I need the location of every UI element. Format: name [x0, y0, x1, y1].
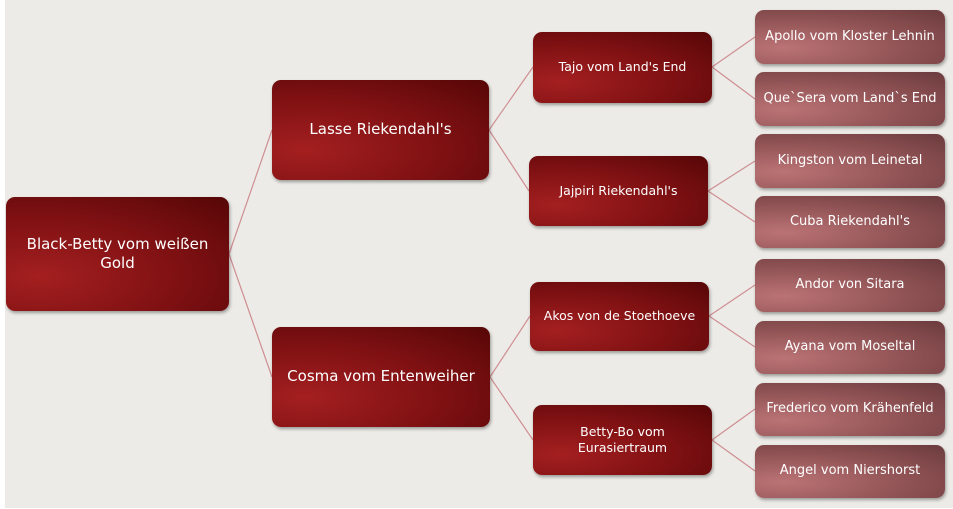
connector — [707, 36, 756, 472]
parent-node-dam[interactable]: Cosma vom Entenweiher — [272, 327, 490, 427]
grandparent-node[interactable]: Tajo vom Land's End — [533, 32, 712, 103]
parent-node-sire[interactable]: Lasse Riekendahl's — [272, 80, 489, 180]
node-label: Kingston vom Leinetal — [777, 152, 923, 168]
node-label: Angel vom Niershorst — [779, 463, 921, 479]
node-label: Tajo vom Land's End — [558, 59, 687, 75]
node-label: Betty-Bo vom Eurasiertraum — [577, 423, 668, 455]
node-label: Black-Betty vom weißen Gold — [26, 234, 209, 273]
great-grandparent-node[interactable]: Cuba Riekendahl's — [755, 196, 945, 248]
node-label: Que`Sera vom Land`s End — [763, 90, 937, 106]
grandparent-node[interactable]: Betty-Bo vom Eurasiertraum — [533, 405, 712, 475]
node-label: Ayana vom Moseltal — [784, 339, 916, 355]
great-grandparent-node[interactable]: Angel vom Niershorst — [755, 445, 945, 498]
great-grandparent-node[interactable]: Andor von Sitara — [755, 259, 945, 312]
node-label: Akos von de Stoethoeve — [543, 308, 696, 324]
grandparent-node[interactable]: Jajpiri Riekendahl's — [529, 156, 708, 226]
great-grandparent-node[interactable]: Frederico vom Krähenfeld — [755, 383, 945, 436]
great-grandparent-node[interactable]: Ayana vom Moseltal — [755, 321, 945, 374]
node-label: Jajpiri Riekendahl's — [559, 182, 678, 198]
great-grandparent-node[interactable]: Que`Sera vom Land`s End — [755, 72, 945, 126]
connector — [228, 129, 273, 378]
node-label: Lasse Riekendahl's — [309, 120, 452, 139]
great-grandparent-node[interactable]: Apollo vom Kloster Lehnin — [755, 10, 945, 64]
connector — [488, 66, 534, 441]
root-node[interactable]: Black-Betty vom weißen Gold — [6, 197, 229, 311]
node-label: Andor von Sitara — [795, 277, 905, 293]
grandparent-node[interactable]: Akos von de Stoethoeve — [530, 282, 709, 351]
node-label: Apollo vom Kloster Lehnin — [765, 28, 935, 44]
great-grandparent-node[interactable]: Kingston vom Leinetal — [755, 134, 945, 188]
node-label: Cosma vom Entenweiher — [287, 367, 475, 386]
node-label: Cuba Riekendahl's — [789, 213, 911, 229]
node-label: Frederico vom Krähenfeld — [766, 401, 934, 417]
